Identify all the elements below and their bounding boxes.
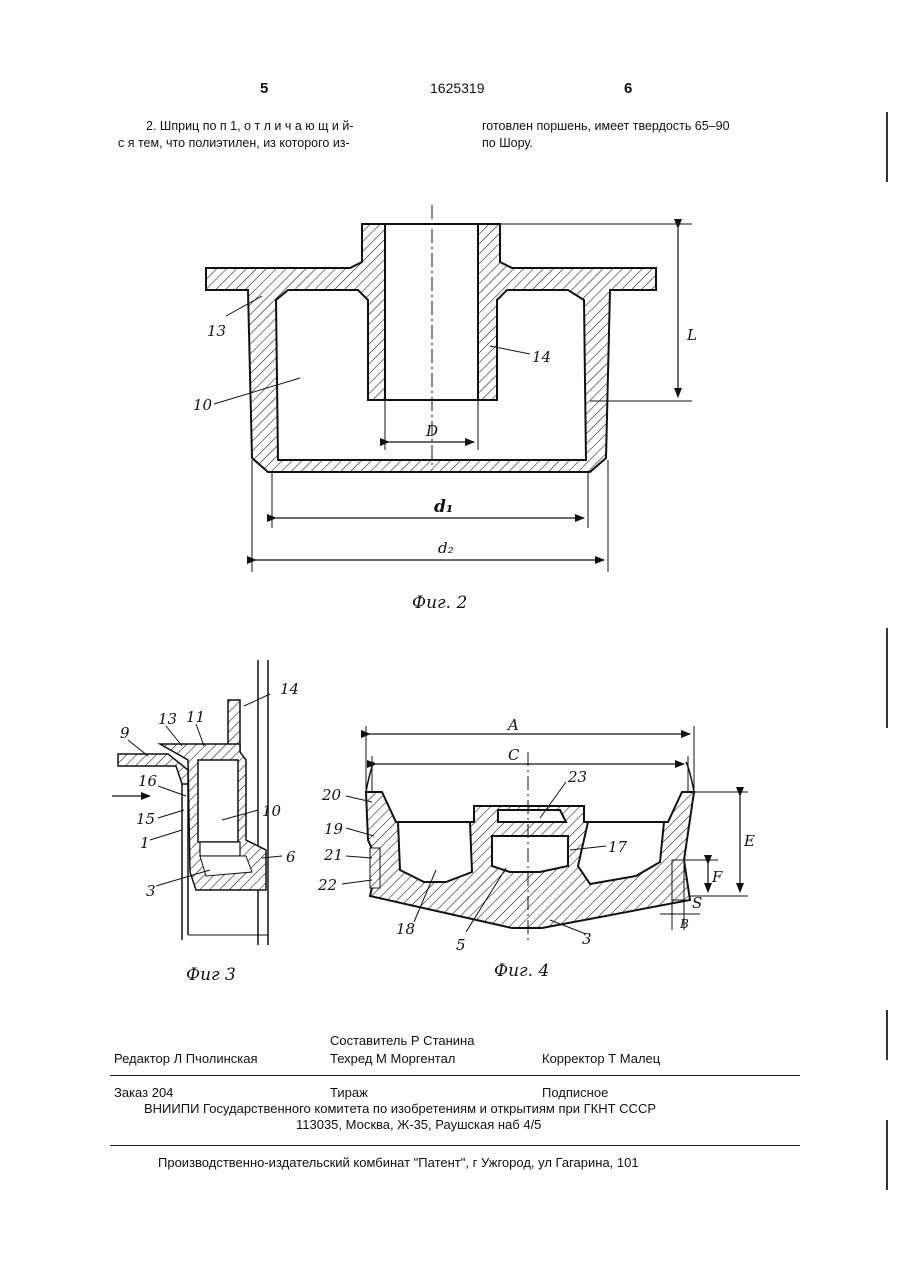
fig4-label-17: 17 <box>608 838 628 856</box>
imprint-rule-2 <box>110 1145 800 1146</box>
fig3-label-11: 11 <box>186 708 205 726</box>
fig2-label-D: D <box>425 422 438 440</box>
imprint-editor: Редактор Л Пчолинская <box>114 1051 258 1066</box>
fig4-label-C: C <box>508 746 520 764</box>
imprint-order: Заказ 204 <box>114 1085 173 1100</box>
figure-2: 13 10 14 D L d₁ d₂ Фиг. 2 <box>193 205 697 613</box>
imprint-org: ВНИИПИ Государственного комитета по изоб… <box>144 1101 656 1116</box>
fig4-label-A: A <box>506 716 519 734</box>
fig3-label-3: 3 <box>146 882 156 900</box>
fig4-label-19: 19 <box>324 820 344 838</box>
patent-drawings: 13 10 14 D L d₁ d₂ Фиг. 2 <box>0 0 900 1000</box>
fig3-label-13: 13 <box>158 710 177 728</box>
scan-mark <box>886 1120 888 1190</box>
fig3-label-10: 10 <box>262 802 282 820</box>
fig4-label-23: 23 <box>567 768 587 786</box>
fig4-label-5: 5 <box>456 936 466 954</box>
fig2-label-14: 14 <box>532 348 551 366</box>
fig4-label-F: F <box>711 868 723 886</box>
scan-mark <box>886 628 888 728</box>
fig3-label-14: 14 <box>280 680 299 698</box>
fig4-label-B: B <box>679 917 689 931</box>
scan-mark <box>886 1010 888 1060</box>
fig3-label-6: 6 <box>286 848 296 866</box>
fig2-label-d1: d₁ <box>434 497 453 517</box>
fig4-label-20: 20 <box>321 786 342 804</box>
figure-4: A C 23 20 19 21 22 17 E F S B 18 5 3 Фиг… <box>317 716 755 981</box>
fig3-caption: Фиг 3 <box>186 965 236 985</box>
fig2-label-10: 10 <box>193 396 213 414</box>
fig4-label-18: 18 <box>396 920 415 938</box>
fig4-label-3: 3 <box>582 930 592 948</box>
imprint-address: 113035, Москва, Ж-35, Раушская наб 4/5 <box>296 1117 541 1132</box>
fig3-label-15: 15 <box>136 810 155 828</box>
imprint-compiler: Составитель Р Станина <box>330 1033 474 1048</box>
fig4-label-21: 21 <box>323 846 343 864</box>
fig4-label-S: S <box>692 894 702 912</box>
fig2-label-13: 13 <box>207 322 226 340</box>
scan-mark <box>886 112 888 182</box>
fig4-label-22: 22 <box>317 876 337 894</box>
imprint-rule-1 <box>110 1075 800 1076</box>
imprint-subscription: Подписное <box>542 1085 608 1100</box>
fig3-label-9: 9 <box>120 724 130 742</box>
imprint-printer: Производственно-издательский комбинат "П… <box>158 1155 639 1170</box>
figure-3: 14 13 11 9 16 15 1 10 6 3 Фиг 3 <box>112 660 299 985</box>
fig2-label-d2: d₂ <box>438 539 454 557</box>
fig2-caption: Фиг. 2 <box>412 593 467 613</box>
fig2-label-L: L <box>686 326 697 344</box>
imprint-techred: Техред М Моргентал <box>330 1051 455 1066</box>
imprint-corrector: Корректор Т Малец <box>542 1051 660 1066</box>
fig3-label-16: 16 <box>138 772 158 790</box>
fig4-piston-section <box>366 792 694 928</box>
fig3-label-1: 1 <box>140 834 150 852</box>
fig4-label-E: E <box>743 832 755 850</box>
fig4-caption: Фиг. 4 <box>494 961 549 981</box>
imprint-circulation: Тираж <box>330 1085 368 1100</box>
